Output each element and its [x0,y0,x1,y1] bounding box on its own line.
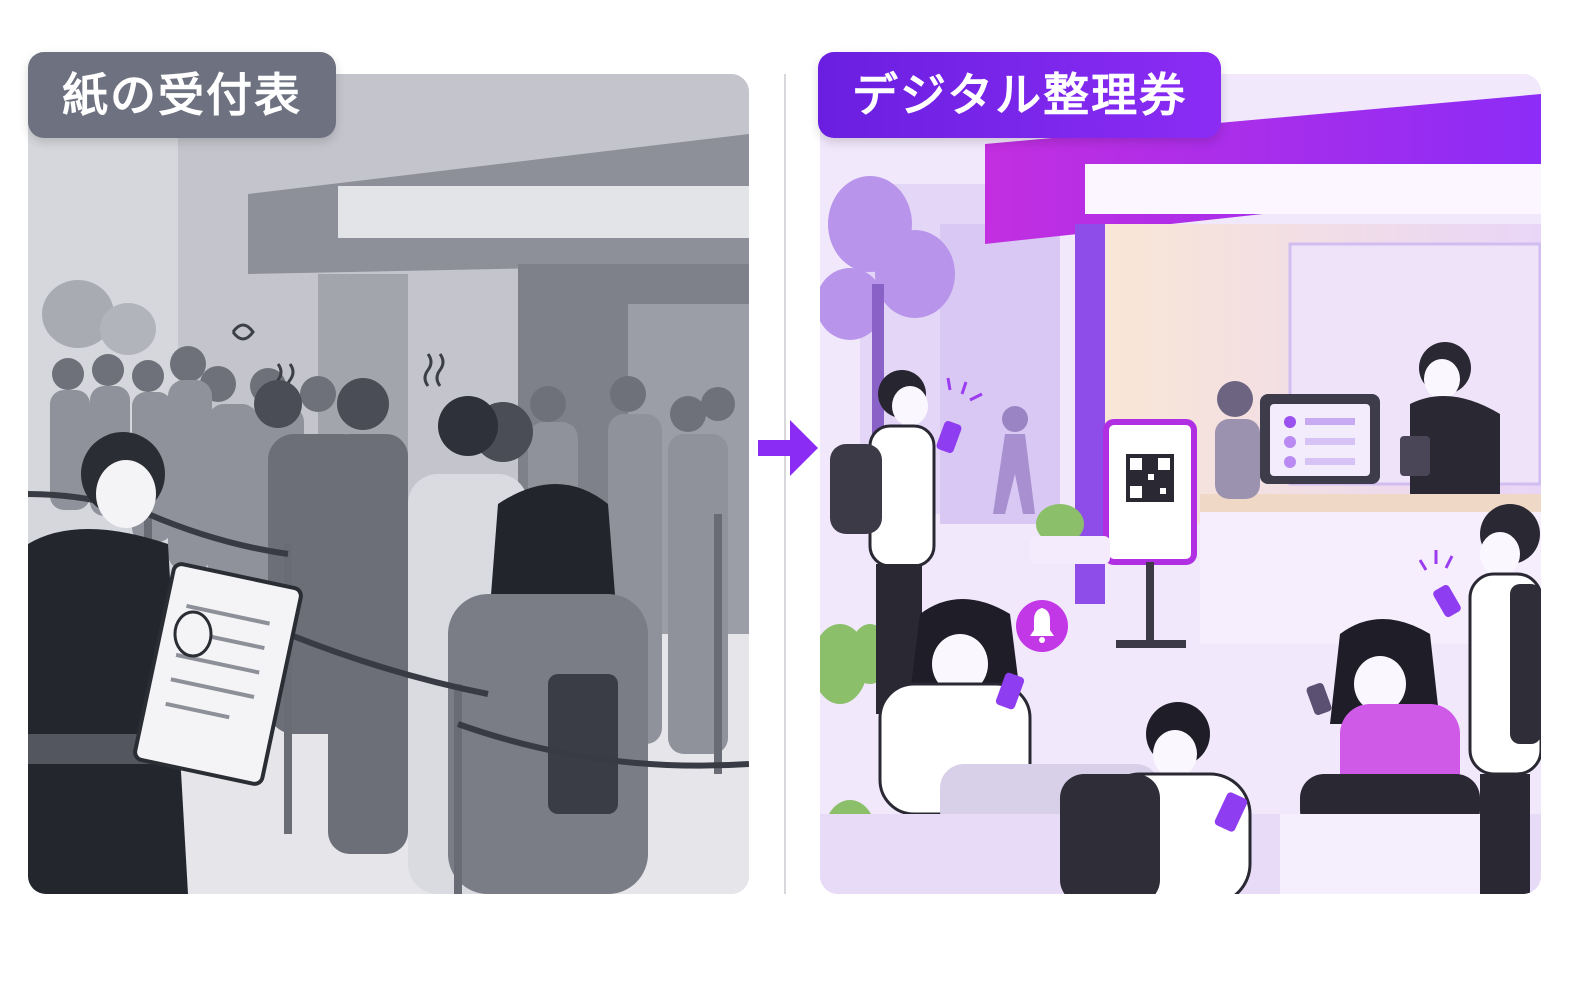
smartphone-icon [936,420,962,454]
qr-code-icon [1126,454,1174,502]
digital-ticket-label: デジタル整理券 [818,52,1222,138]
paper-reception-illustration [28,74,749,894]
digital-ticket-illustration [820,74,1541,894]
clipboard-icon [133,562,303,786]
panel-divider [784,74,786,894]
qr-sign-stand [1103,419,1197,648]
smartphone-icon [995,672,1025,710]
paper-reception-label: 紙の受付表 [28,52,336,138]
arrow-right-icon [758,420,818,476]
bell-notification-icon [1016,600,1068,652]
stress-scribble-icon [231,323,255,341]
smartphone-icon [1433,584,1461,618]
reception-tablet [1260,394,1380,484]
tree [820,176,955,340]
smartphone-icon [1306,682,1332,716]
smartphone-icon [1214,792,1248,832]
